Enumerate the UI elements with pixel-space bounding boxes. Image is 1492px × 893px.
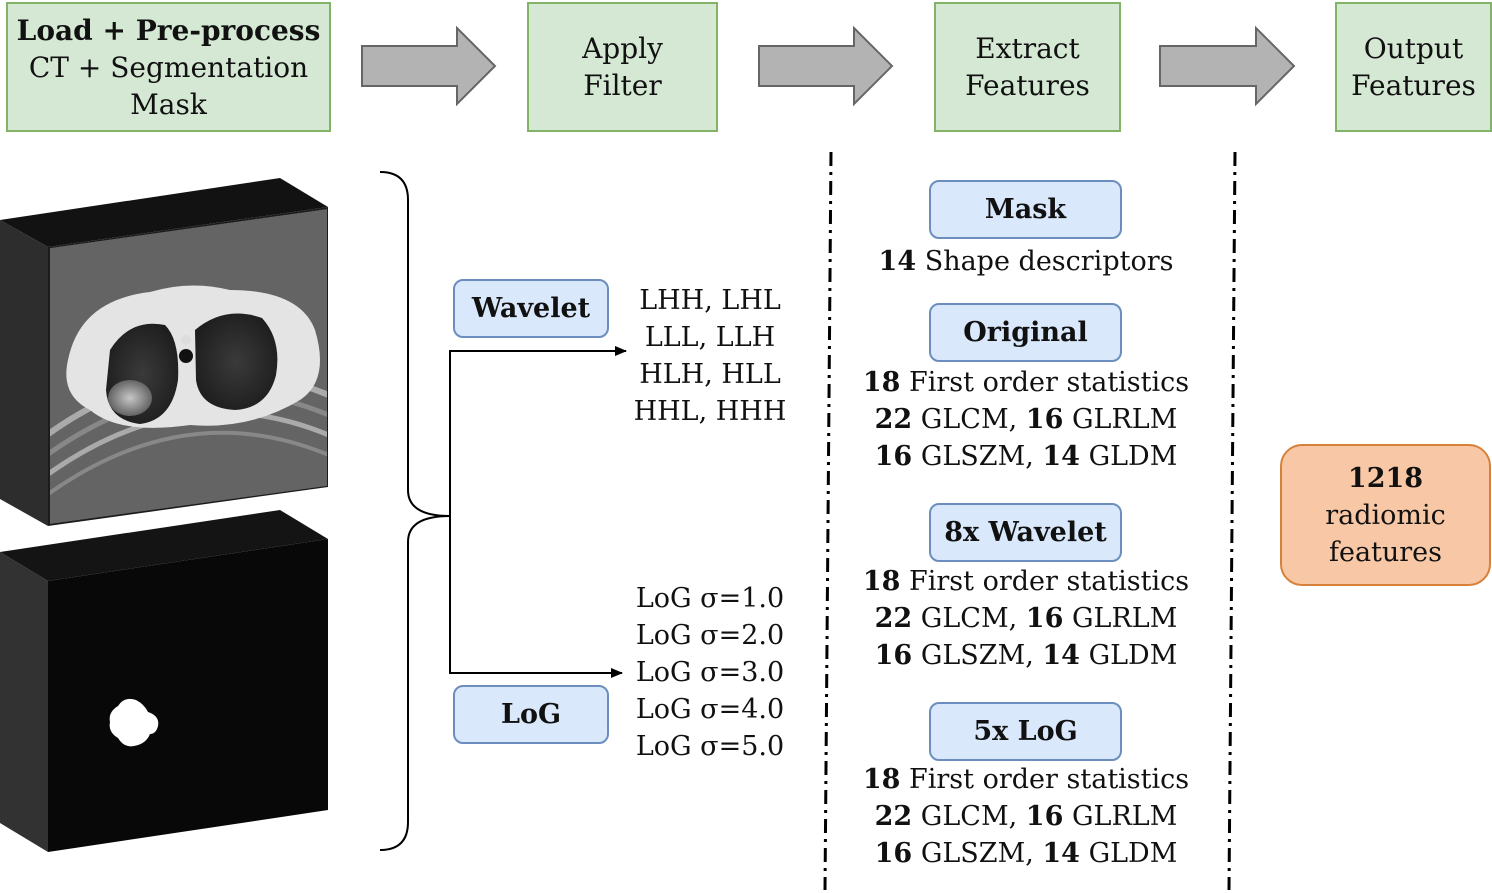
stage-filter-line1: Apply — [582, 32, 663, 65]
stage-load-line3: Mask — [130, 87, 207, 121]
glszm-label: GLSZM — [920, 838, 1026, 869]
log-sigma: LoG σ=1.0 — [635, 583, 785, 614]
glszm-count: 16 — [874, 441, 913, 472]
stage-filter: Apply Filter — [527, 2, 718, 132]
stage-extract: Extract Features — [934, 2, 1121, 132]
shape-label: Shape descriptors — [924, 246, 1174, 277]
shape-count: 14 — [878, 246, 917, 277]
mask-features: 14 Shape descriptors — [846, 243, 1206, 280]
log-sigma: LoG σ=2.0 — [635, 620, 785, 651]
stage-extract-line1: Extract — [975, 32, 1080, 65]
log-sigma: LoG σ=3.0 — [635, 657, 785, 688]
gldm-count: 14 — [1042, 838, 1080, 869]
feature-group-log5-label: 5x LoG — [973, 716, 1078, 747]
first-order-label: First order statistics — [909, 367, 1190, 398]
gldm-label: GLDM — [1088, 838, 1178, 869]
glcm-count: 22 — [874, 801, 913, 832]
brace — [379, 171, 451, 851]
feature-group-mask-label: Mask — [984, 194, 1067, 225]
glszm-label: GLSZM — [920, 640, 1026, 671]
gldm-label: GLDM — [1088, 640, 1178, 671]
glrlm-label: GLRLM — [1071, 801, 1178, 832]
feature-group-mask-box: Mask — [929, 180, 1122, 239]
glcm-label: GLCM — [920, 404, 1009, 435]
feature-group-log5-box: 5x LoG — [929, 702, 1122, 761]
filter-log-box: LoG — [453, 685, 609, 744]
connector-wavelet — [449, 346, 627, 516]
feature-group-original-box: Original — [929, 303, 1122, 362]
filter-wavelet-box: Wavelet — [453, 279, 609, 338]
first-order-label: First order statistics — [909, 764, 1190, 795]
feature-group-original-label: Original — [963, 317, 1088, 348]
segmentation-mask-image — [0, 510, 328, 852]
stage-filter-line2: Filter — [583, 69, 662, 102]
glcm-count: 22 — [874, 404, 913, 435]
gldm-label: GLDM — [1088, 441, 1178, 472]
ct-scan-image — [0, 178, 328, 526]
stage-load-line2: CT + Segmentation — [28, 50, 309, 84]
log-sigma: LoG σ=4.0 — [635, 694, 785, 725]
filter-wavelet-label: Wavelet — [471, 293, 591, 324]
divider-right — [1227, 151, 1237, 891]
wavelet-band: LHH, LHL — [639, 285, 781, 316]
divider-left — [823, 151, 833, 891]
flow-arrow-1 — [361, 25, 497, 107]
output-line2: radiomic — [1325, 499, 1446, 531]
stage-output-line1: Output — [1363, 32, 1464, 65]
gldm-count: 14 — [1042, 640, 1080, 671]
first-order-count: 18 — [862, 367, 901, 398]
filter-log-label: LoG — [500, 699, 562, 730]
first-order-count: 18 — [862, 764, 901, 795]
output-count: 1218 — [1347, 462, 1424, 494]
flow-arrow-2 — [758, 25, 894, 107]
glszm-count: 16 — [874, 838, 913, 869]
feature-group-wavelet8-label: 8x Wavelet — [944, 517, 1107, 548]
wavelet-band: HHL, HHH — [633, 396, 787, 427]
first-order-label: First order statistics — [909, 566, 1190, 597]
feature-group-wavelet8-box: 8x Wavelet — [929, 503, 1122, 562]
wavelet8-features: 18 First order statistics 22 GLCM, 16 GL… — [862, 566, 1190, 671]
flow-arrow-3 — [1159, 25, 1296, 107]
output-line3: features — [1328, 536, 1443, 568]
wavelet-band: HLH, HLL — [639, 359, 781, 390]
gldm-count: 14 — [1042, 441, 1080, 472]
log-sigma-list: LoG σ=1.0 LoG σ=2.0 LoG σ=3.0 LoG σ=4.0 … — [620, 580, 800, 765]
glrlm-label: GLRLM — [1071, 603, 1178, 634]
stage-output: Output Features — [1335, 2, 1492, 132]
glrlm-count: 16 — [1025, 603, 1064, 634]
glcm-label: GLCM — [920, 603, 1009, 634]
glszm-count: 16 — [874, 640, 913, 671]
glcm-count: 22 — [874, 603, 913, 634]
stage-load-line1: Load + Pre-process — [16, 13, 321, 47]
stage-output-line2: Features — [1351, 69, 1476, 102]
stage-extract-line2: Features — [965, 69, 1090, 102]
glrlm-label: GLRLM — [1071, 404, 1178, 435]
mask-lesion — [109, 698, 159, 747]
log5-features: 18 First order statistics 22 GLCM, 16 GL… — [862, 764, 1190, 869]
first-order-count: 18 — [862, 566, 901, 597]
wavelet-bands-list: LHH, LHL LLL, LLH HLH, HLL HHL, HHH — [620, 282, 800, 430]
connector-log — [449, 516, 623, 678]
original-features: 18 First order statistics 22 GLCM, 16 GL… — [862, 367, 1190, 472]
output-features-box: 1218 radiomic features — [1280, 444, 1491, 586]
wavelet-band: LLL, LLH — [644, 322, 776, 353]
glszm-label: GLSZM — [920, 441, 1026, 472]
glrlm-count: 16 — [1025, 404, 1064, 435]
glrlm-count: 16 — [1025, 801, 1064, 832]
glcm-label: GLCM — [920, 801, 1009, 832]
log-sigma: LoG σ=5.0 — [635, 731, 785, 762]
stage-load: Load + Pre-process CT + Segmentation Mas… — [6, 2, 331, 132]
